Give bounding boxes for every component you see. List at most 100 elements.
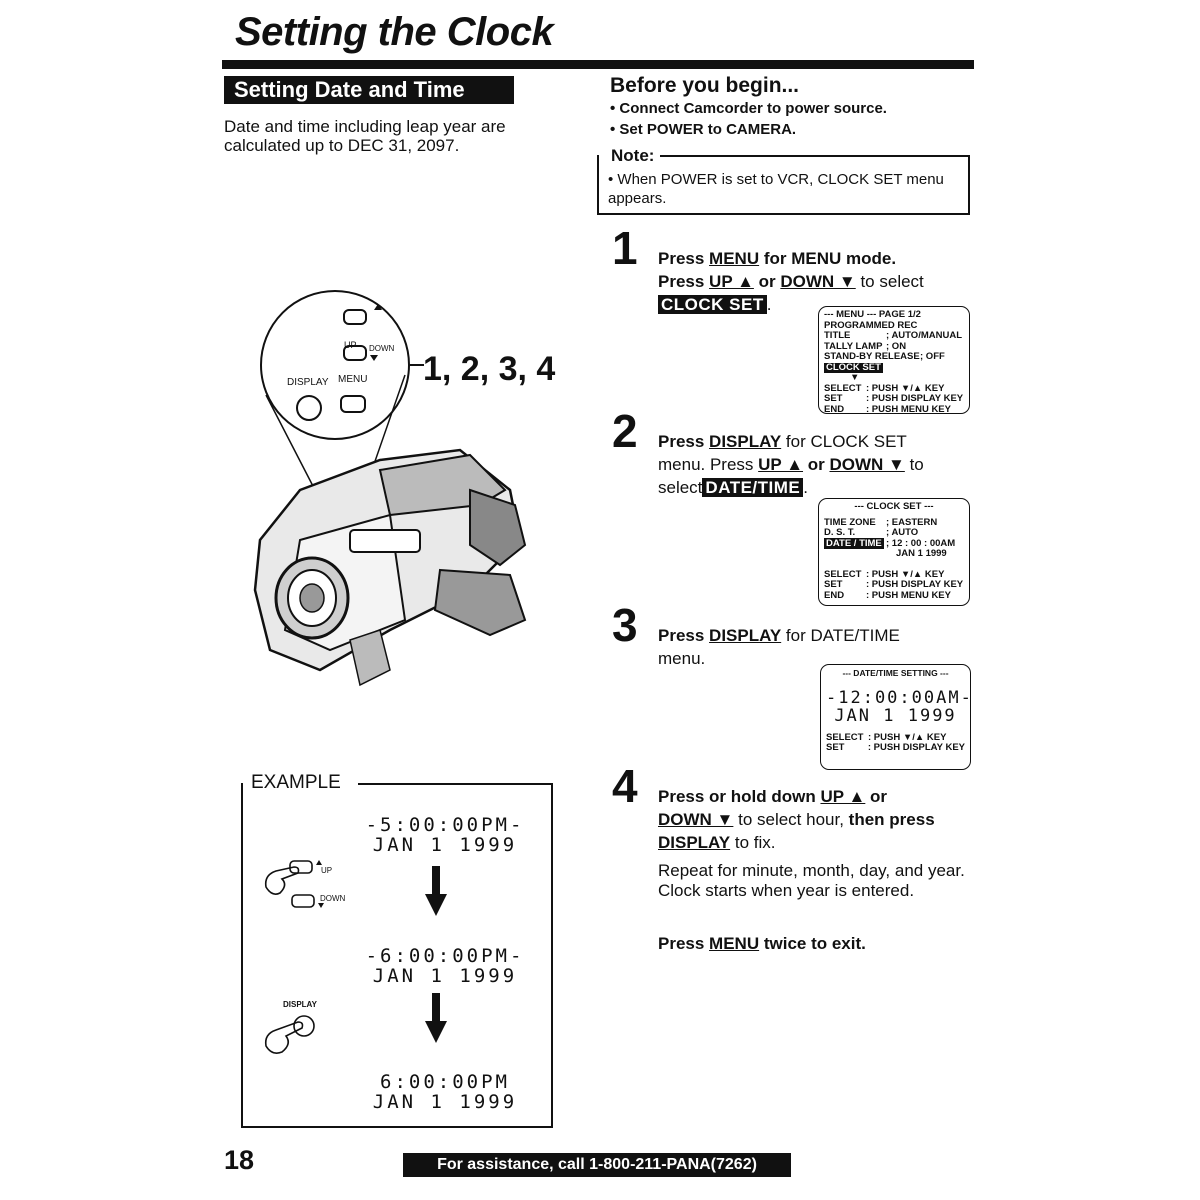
- lcd-row: TALLY LAMP; ON: [824, 341, 964, 353]
- up-key-ref: UP ▲: [820, 787, 866, 806]
- step-text-part: or: [803, 455, 830, 474]
- callout-steps: 1, 2, 3, 4: [423, 350, 556, 388]
- lcd-row: TITLE ; AUTO/MANUAL: [824, 330, 964, 342]
- lcd-date: JAN 1 1999: [834, 705, 957, 726]
- lcd-value: : PUSH DISPLAY KEY: [866, 393, 964, 404]
- lcd-key: PROGRAMMED REC: [824, 319, 918, 331]
- intro-text: Date and time including leap year are ca…: [224, 117, 506, 155]
- lcd-key: END: [824, 589, 845, 601]
- menu-button-icon: [340, 395, 366, 413]
- zoom-circle-icon: [260, 290, 410, 440]
- lcd-value: : PUSH MENU KEY: [866, 403, 951, 415]
- step-text-part: Press: [658, 272, 710, 291]
- lcd-row: SELECT: PUSH ▼/▲ KEY: [824, 382, 964, 395]
- step-2-text: Press DISPLAY for CLOCK SET menu. Press …: [658, 430, 978, 499]
- before-title: Before you begin...: [610, 74, 800, 97]
- step-text-part: Press: [658, 432, 710, 451]
- lcd-key: SELECT: [824, 382, 862, 394]
- step-text-part: .: [803, 478, 809, 497]
- step-4-extra: Repeat for minute, month, day, and year.…: [658, 861, 965, 900]
- lcd-row: SET: PUSH DISPLAY KEY: [824, 579, 964, 591]
- page-title: Setting the Clock: [235, 10, 554, 54]
- step-number: 4: [612, 760, 638, 812]
- lcd-date-time-screen: --- DATE/TIME SETTING --- -12:00:00AM- J…: [820, 664, 971, 770]
- up-key-ref: UP ▲: [709, 272, 754, 291]
- lcd-key: SELECT: [826, 731, 864, 743]
- prereq-item: • Connect Camcorder to power source.: [610, 100, 887, 117]
- example-date: JAN 1 1999: [372, 965, 518, 987]
- lcd-key: D. S. T.: [824, 527, 856, 538]
- note-rule: [660, 155, 970, 157]
- down-label: DOWN: [369, 344, 395, 353]
- menu-key-ref: MENU: [709, 934, 760, 953]
- hand-pressing-up-icon: [264, 860, 324, 908]
- example-down-label: DOWN: [320, 894, 346, 903]
- lcd-value: ; AUTO: [886, 527, 919, 538]
- lcd-key: SET: [824, 393, 843, 404]
- exit-instruction: Press MENU twice to exit.: [658, 932, 978, 955]
- arrow-down-icon: [425, 993, 447, 1043]
- step-3-text: Press DISPLAY for DATE/TIME menu.: [658, 624, 978, 670]
- lcd-key: SELECT: [824, 568, 862, 580]
- example-time: -5:00:00PM-: [365, 814, 525, 836]
- lcd-key: END: [824, 403, 845, 415]
- lcd-header: --- CLOCK SET ---: [854, 501, 934, 512]
- lcd-row: END : PUSH MENU KEY: [824, 589, 964, 602]
- display-label: DISPLAY: [287, 377, 329, 388]
- lcd-row: DATE / TIME; 12 : 00 : 00AM: [824, 537, 964, 550]
- step-text-part: Press: [658, 626, 710, 645]
- note-label: Note:: [608, 146, 658, 166]
- camcorder-illustration: [253, 290, 527, 687]
- up-key-ref: UP ▲: [758, 455, 804, 474]
- page-number: 18: [224, 1145, 255, 1175]
- lcd-row: D. S. T. ; AUTO: [824, 527, 964, 539]
- lcd-header: --- MENU --- PAGE 1/2: [824, 309, 921, 320]
- up-button-icon: [343, 309, 367, 325]
- arrow-down-icon: [425, 866, 447, 916]
- step-text-part: for CLOCK SET: [781, 432, 907, 451]
- step-1-text: Press MENU for MENU mode. Press UP ▲ or …: [658, 247, 978, 316]
- hand-pressing-display-icon: [264, 1015, 315, 1054]
- example-box: [241, 783, 553, 1128]
- lcd-value: : PUSH MENU KEY: [866, 589, 951, 601]
- lcd-row: STAND-BY RELEASE; OFF: [824, 351, 964, 363]
- lcd-highlight: DATE / TIME: [824, 537, 884, 549]
- lcd-row: END : PUSH MENU KEY: [824, 403, 964, 416]
- lcd-value: ; AUTO/MANUAL: [886, 330, 962, 341]
- step-number: 1: [612, 222, 638, 274]
- step-text-part: to: [904, 455, 924, 474]
- lcd-row: SELECT: PUSH ▼/▲ KEY: [826, 731, 965, 744]
- step-text-part: then press: [848, 810, 935, 829]
- date-time-label: DATE/TIME: [702, 478, 804, 497]
- example-display-label: DISPLAY: [283, 1000, 317, 1009]
- step-text-part: to select: [855, 272, 924, 291]
- step-text-part: or: [865, 787, 888, 806]
- lcd-value: ; OFF: [920, 351, 945, 362]
- menu-key-ref: MENU: [709, 249, 760, 268]
- example-date: JAN 1 1999: [372, 834, 518, 856]
- lcd-row: PROGRAMMED REC: [824, 319, 964, 332]
- lcd-time: -12:00:00AM-: [826, 687, 973, 708]
- step-4-text: Press or hold down UP ▲ or DOWN ▼ to sel…: [658, 785, 978, 854]
- lcd-row: SET : PUSH DISPLAY KEY: [824, 393, 964, 405]
- step-text-part: to fix.: [730, 833, 776, 852]
- lcd-key: TITLE: [824, 330, 851, 341]
- step-text-part: twice to exit.: [759, 934, 866, 953]
- lcd-key: SET: [826, 742, 845, 753]
- step-text-part: Press: [658, 249, 710, 268]
- display-key-ref: DISPLAY: [709, 432, 782, 451]
- down-key-ref: DOWN ▼: [658, 810, 734, 829]
- lcd-key: TIME ZONE: [824, 516, 876, 528]
- assistance-footer: For assistance, call 1-800-211-PANA(7262…: [403, 1153, 791, 1177]
- step-number: 2: [612, 405, 638, 457]
- step-text-part: Press or hold down: [658, 787, 821, 806]
- lcd-row: CLOCK SET: [824, 362, 964, 373]
- example-time: -6:00:00PM-: [365, 945, 525, 967]
- step-text-part: .: [766, 295, 772, 314]
- step-text-part: menu.: [658, 649, 706, 668]
- example-time: 6:00:00PM: [380, 1071, 510, 1093]
- step-text-part: Press: [658, 934, 710, 953]
- up-label: UP: [344, 340, 357, 350]
- down-key-ref: DOWN ▼: [780, 272, 856, 291]
- down-key-ref: DOWN ▼: [829, 455, 905, 474]
